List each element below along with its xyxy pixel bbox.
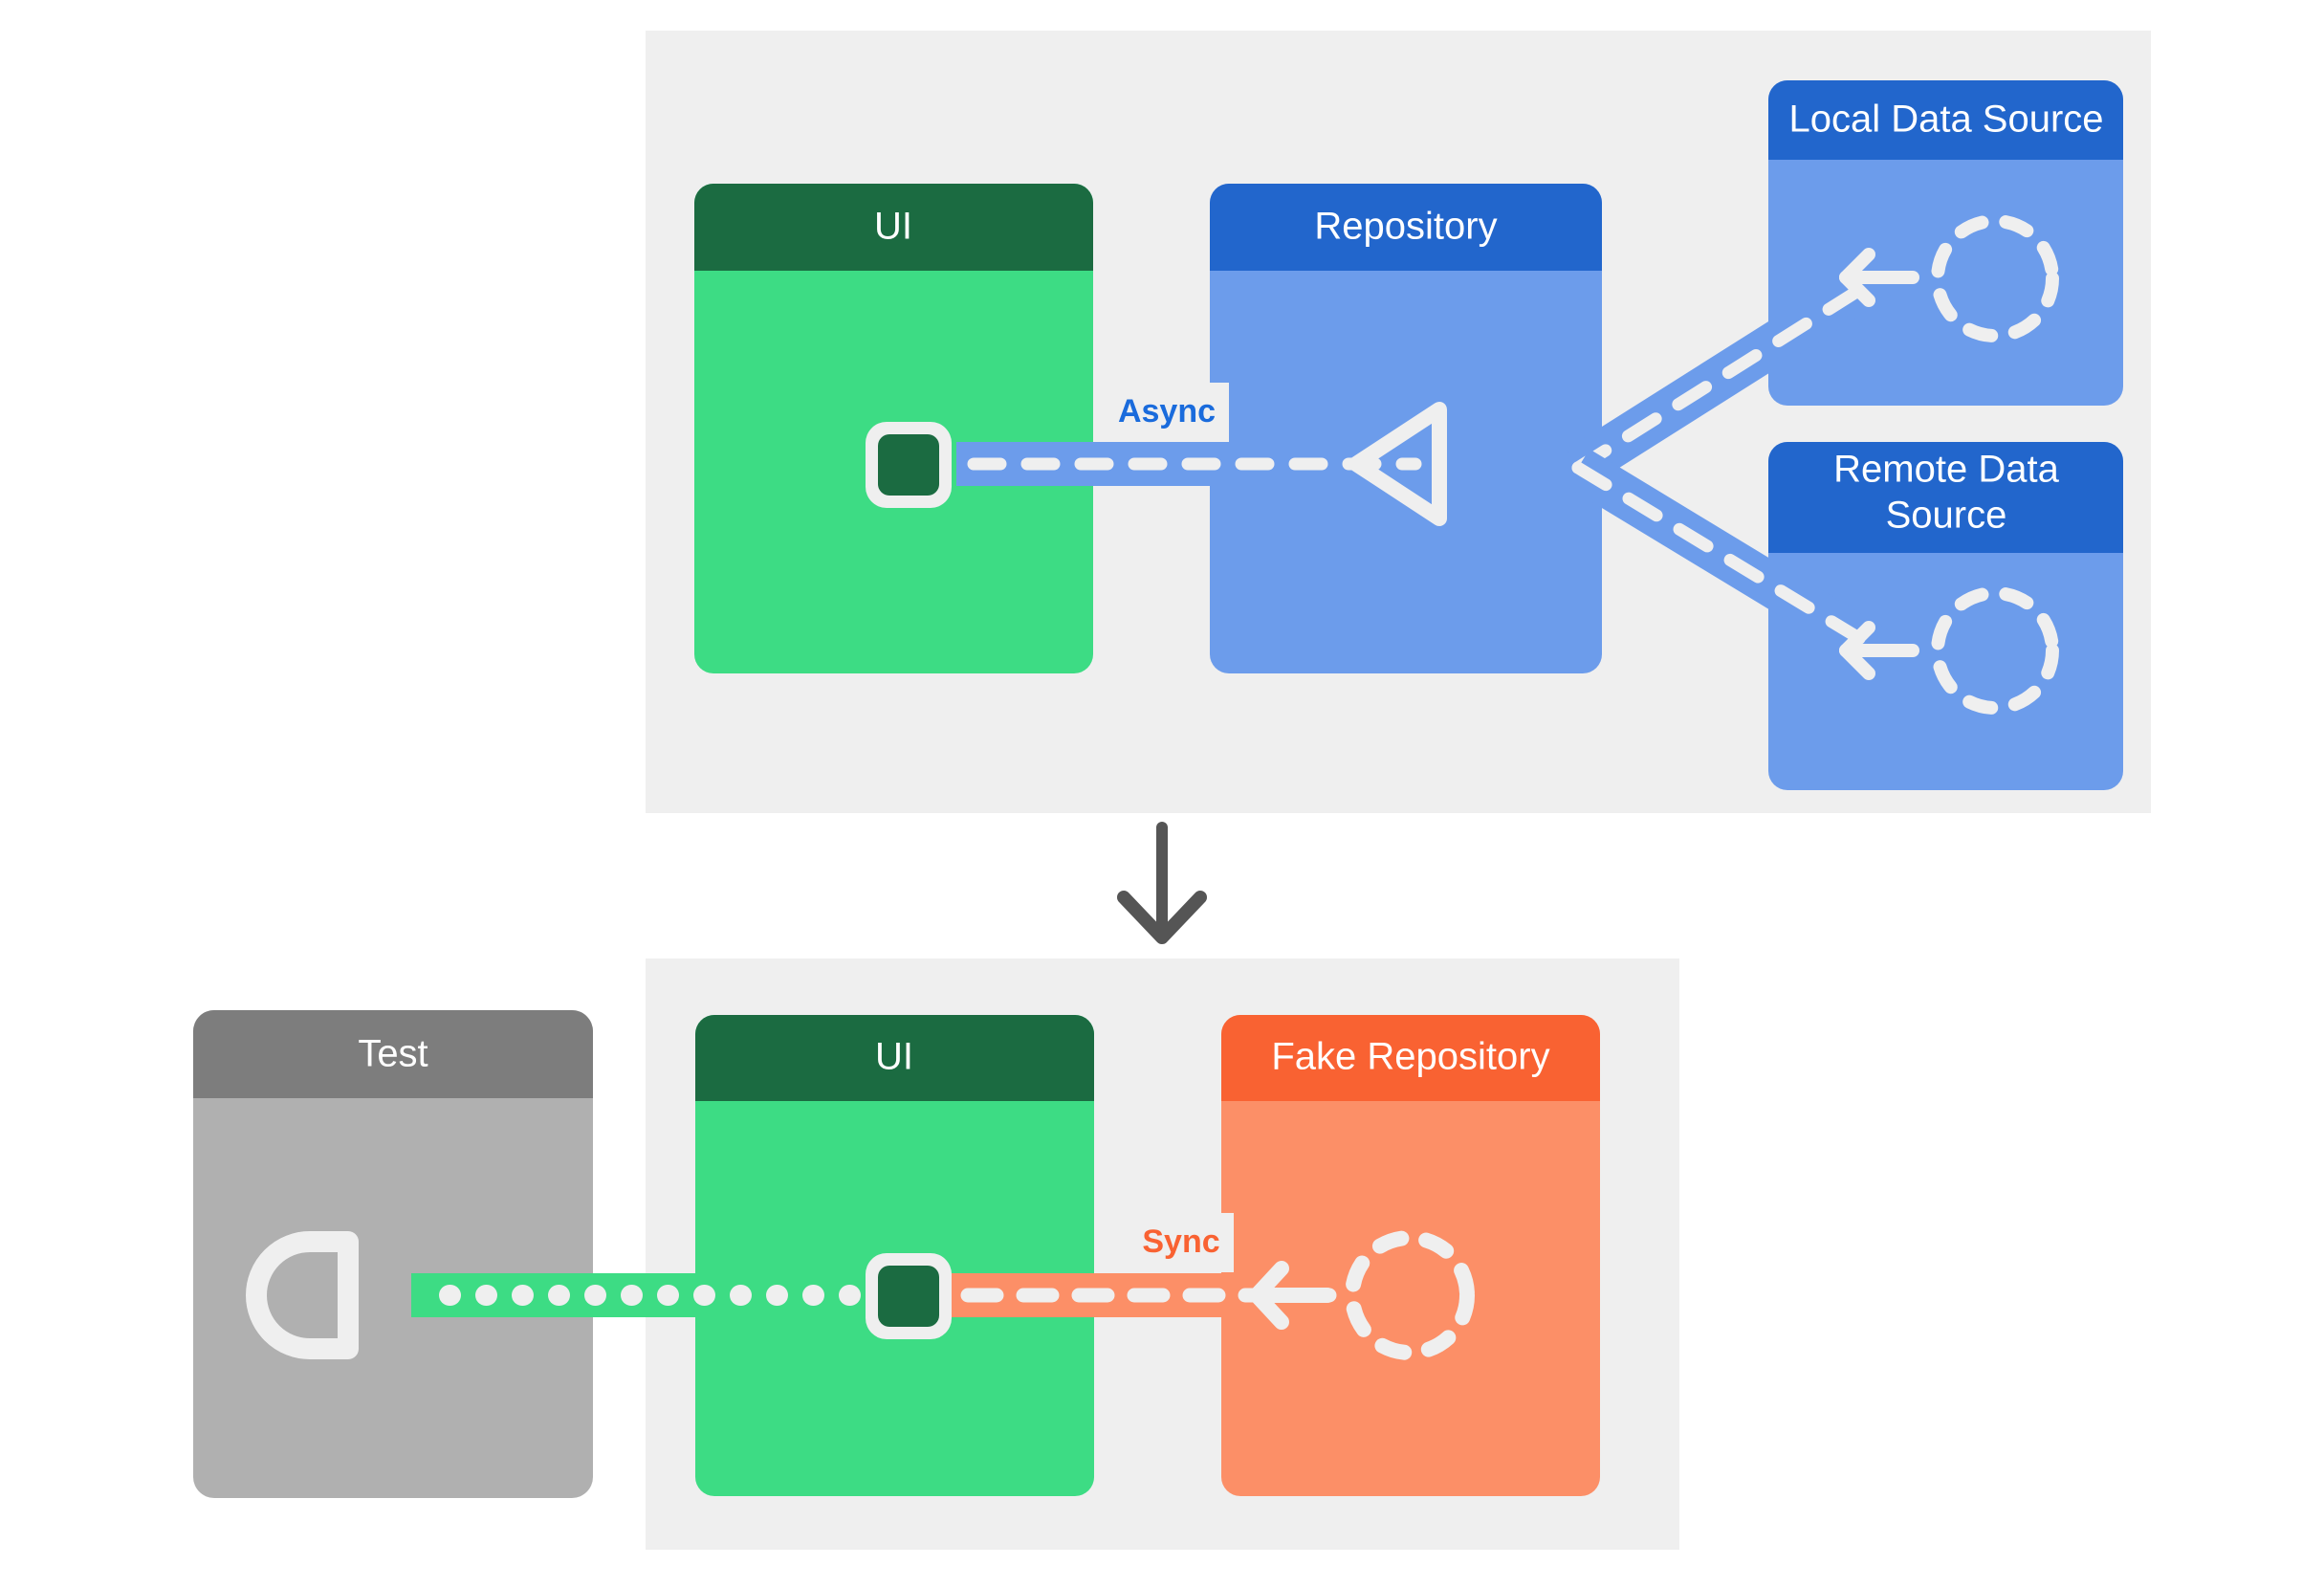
production-architecture-panel: UI Repository Local Data Source Remote D… [646, 31, 2151, 813]
local-data-source-header [1768, 80, 2123, 160]
repository-interface-triangle-icon [1348, 402, 1447, 526]
ui-socket-inner [878, 434, 939, 496]
remote-data-source-box[interactable]: Remote Data Source [1768, 442, 2123, 790]
test-box[interactable]: Test [193, 1010, 593, 1498]
async-label-chip [1105, 383, 1229, 442]
repository-box-header [1210, 184, 1602, 271]
connection-ui-to-repository: Async [866, 383, 1447, 526]
fake-repository-body [1221, 1015, 1600, 1496]
repository-local-dashes [1571, 271, 1886, 474]
connection-repository-to-remote [1567, 449, 2059, 715]
ui-test-socket-inner [878, 1266, 939, 1327]
ui-box-header [694, 184, 1093, 271]
fake-repository-inbound-arrow [1249, 1261, 1335, 1330]
fake-repository-header [1221, 1015, 1600, 1101]
downward-flow-arrow [1117, 822, 1207, 944]
connection-repository-to-local [1566, 214, 2059, 487]
fake-data-store-circle-icon [1345, 1230, 1475, 1360]
ui-test-box-header [695, 1015, 1094, 1101]
remote-data-source-label-line2: Source [1886, 495, 2007, 537]
fake-repository-box[interactable]: Fake Repository [1221, 1015, 1600, 1496]
async-label: Async [1118, 393, 1216, 430]
remote-data-source-label-line1: Remote Data [1833, 449, 2059, 491]
sync-label: Sync [1142, 1223, 1219, 1260]
remote-data-store-circle-icon [1931, 586, 2059, 715]
local-source-inbound-arrow [1839, 248, 1919, 307]
sync-label-chip [1129, 1213, 1234, 1272]
connection-ui-to-fake-repository: Sync [866, 1213, 1475, 1360]
remote-source-inbound-arrow [1839, 621, 1919, 680]
repository-remote-dashes [1571, 461, 1886, 657]
test-box-body [193, 1010, 593, 1498]
repository-box-label: Repository [1314, 206, 1497, 248]
local-data-store-circle-icon [1931, 214, 2059, 342]
test-architecture-panel: Test UI Fake Repository [193, 959, 1679, 1550]
remote-data-source-header [1768, 442, 2123, 553]
local-data-source-label: Local Data Source [1788, 99, 2103, 141]
test-box-header [193, 1010, 593, 1098]
ui-test-box-label: UI [875, 1036, 913, 1078]
fake-repository-label: Fake Repository [1271, 1036, 1549, 1078]
ui-box-label: UI [874, 206, 912, 248]
test-stub-socket-icon [246, 1231, 359, 1359]
connection-test-to-ui [246, 1231, 889, 1359]
test-box-label: Test [358, 1033, 428, 1075]
